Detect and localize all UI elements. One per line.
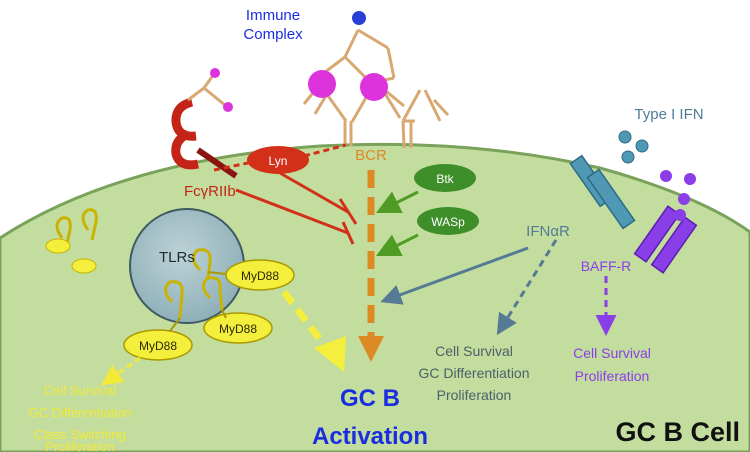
ifnar-outcome-arrow (496, 239, 558, 336)
ifn-outcome-1: Cell Survival (435, 343, 513, 359)
baff-outcome-2: Proliferation (575, 368, 650, 384)
myd88-label-b: MyD88 (219, 322, 257, 336)
tlr-activation-arrow (281, 289, 331, 353)
baff-molecules (660, 170, 696, 221)
bcr-signal-arrowhead (358, 336, 384, 362)
tlr-outcome-1: Cell Survival (44, 383, 116, 398)
tlr-myd88-link (207, 271, 227, 275)
baffr-label: BAFF-R (581, 258, 632, 274)
baffr-receptor (633, 205, 698, 274)
myd88-label-a: MyD88 (241, 269, 279, 283)
surface-tlrs (55, 208, 98, 249)
fcgr-receptor (171, 68, 238, 179)
lyn-bcr-link (303, 143, 347, 158)
gc-activation-line1: GC B (340, 385, 400, 412)
antigen-ball (352, 11, 366, 25)
myd88-node-a (225, 259, 295, 291)
tlr-endosome (129, 208, 245, 324)
wasp-node (417, 207, 479, 235)
ifn-outcome-3: Proliferation (437, 387, 512, 403)
tlr-myd88-link (169, 317, 181, 332)
gc-activation-line2: Activation (312, 423, 428, 450)
ifnar-label: IFNαR (526, 223, 570, 240)
myd88-node-b (203, 312, 273, 344)
btk-node (414, 164, 476, 192)
tlr-outcome-4: Proliferation (45, 439, 114, 452)
tlrs-label: TLRs (159, 249, 195, 266)
wasp-arrow (375, 233, 419, 257)
tlr-activation-arrowhead (314, 336, 346, 372)
antigen-ball (308, 70, 336, 98)
immune-complex-label-line1: Immune (246, 7, 300, 24)
surface-tlr-tail (45, 238, 71, 254)
myd88-label-c: MyD88 (139, 339, 177, 353)
fcgr-label: FcγRIIb (184, 183, 236, 200)
lyn-node (247, 146, 309, 174)
baff-outcome-1: Cell Survival (573, 345, 651, 361)
fcgr-lyn-link (213, 161, 249, 172)
ifnar-receptor (569, 154, 636, 230)
ifn-outcome-2: GC Differentiation (418, 365, 529, 381)
ifnar-signal-arrow (380, 246, 529, 305)
tlr-outcome-2: GC Differentiation (28, 405, 131, 420)
bcr-label: BCR (355, 147, 387, 164)
cell-title: GC B Cell (615, 417, 740, 447)
tlr-outcome-3: Class Switching (34, 427, 126, 442)
ifn-molecules (618, 130, 649, 164)
surface-tlr-tail (71, 258, 97, 274)
wasp-label: WASp (431, 215, 465, 229)
immune-complex-label-line2: Complex (243, 26, 303, 43)
type1-ifn-label: Type I IFN (634, 106, 703, 123)
btk-arrow (375, 190, 419, 214)
btk-label: Btk (436, 172, 454, 186)
lyn-label: Lyn (269, 154, 288, 168)
myd88-node-c (123, 329, 193, 361)
endosomal-tlrs (164, 248, 224, 319)
antigen-ball (360, 73, 388, 101)
myd88-outcome-arrow (101, 356, 141, 386)
inhibition-lines (235, 171, 358, 245)
tlr-myd88-link (221, 309, 227, 319)
